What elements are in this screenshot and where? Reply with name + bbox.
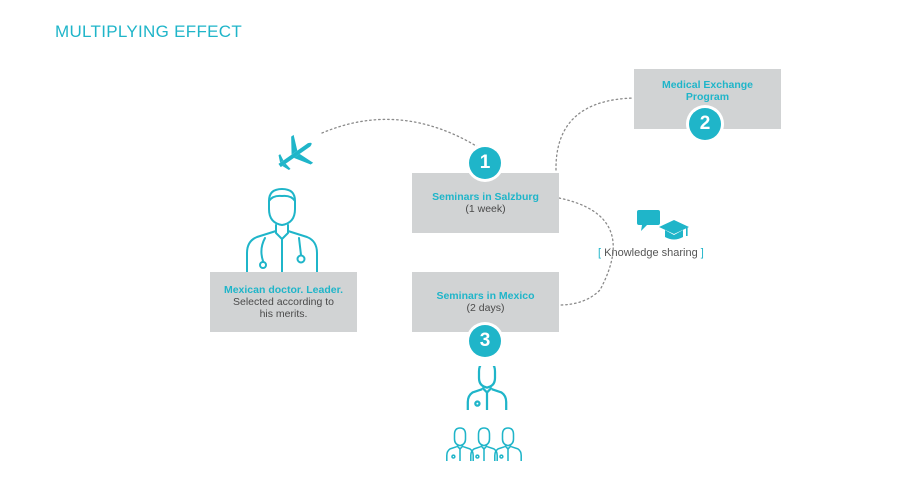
- speech-bubble-icon: [637, 210, 660, 231]
- seminars-salzburg-box: Seminars in Salzburg (1 week): [412, 173, 559, 233]
- knowledge-sharing-label: [ Knowledge sharing ]: [598, 247, 704, 259]
- connector-salzburg-to-exchange: [555, 97, 635, 171]
- seminars-mexico-duration: (2 days): [466, 302, 505, 314]
- doctor-group-member-1: [446, 427, 474, 462]
- knowledge-close-bracket: ]: [700, 247, 704, 259]
- doctor-icon: [246, 188, 318, 275]
- doctor-group-icon: [446, 366, 522, 462]
- step-badge-1: 1: [469, 147, 501, 179]
- page-title: MULTIPLYING EFFECT: [55, 22, 243, 41]
- doctor-group-member-2: [470, 427, 498, 462]
- mexican-doctor-box: Mexican doctor. Leader. Selected accordi…: [210, 272, 357, 332]
- medical-exchange-title: Medical Exchange Program: [661, 79, 754, 103]
- seminars-salzburg-title: Seminars in Salzburg: [432, 191, 539, 203]
- connector-plane-to-salzburg: [321, 118, 479, 148]
- step-badge-2: 2: [689, 108, 721, 140]
- step-badge-3: 3: [469, 325, 501, 357]
- mexican-doctor-description: Selected according to his merits.: [233, 296, 334, 320]
- seminars-mexico-box: Seminars in Mexico (2 days): [412, 272, 559, 332]
- graduation-cap-icon: [659, 220, 689, 240]
- seminars-salzburg-duration: (1 week): [465, 203, 506, 215]
- mexican-doctor-title: Mexican doctor. Leader.: [223, 284, 344, 296]
- seminars-mexico-title: Seminars in Mexico: [436, 290, 535, 302]
- doctor-group-leader: [466, 366, 508, 412]
- doctor-group-member-3: [494, 427, 522, 462]
- airplane-icon: [278, 134, 314, 170]
- knowledge-sharing-text: Knowledge sharing: [604, 247, 698, 259]
- knowledge-open-bracket: [: [598, 247, 602, 259]
